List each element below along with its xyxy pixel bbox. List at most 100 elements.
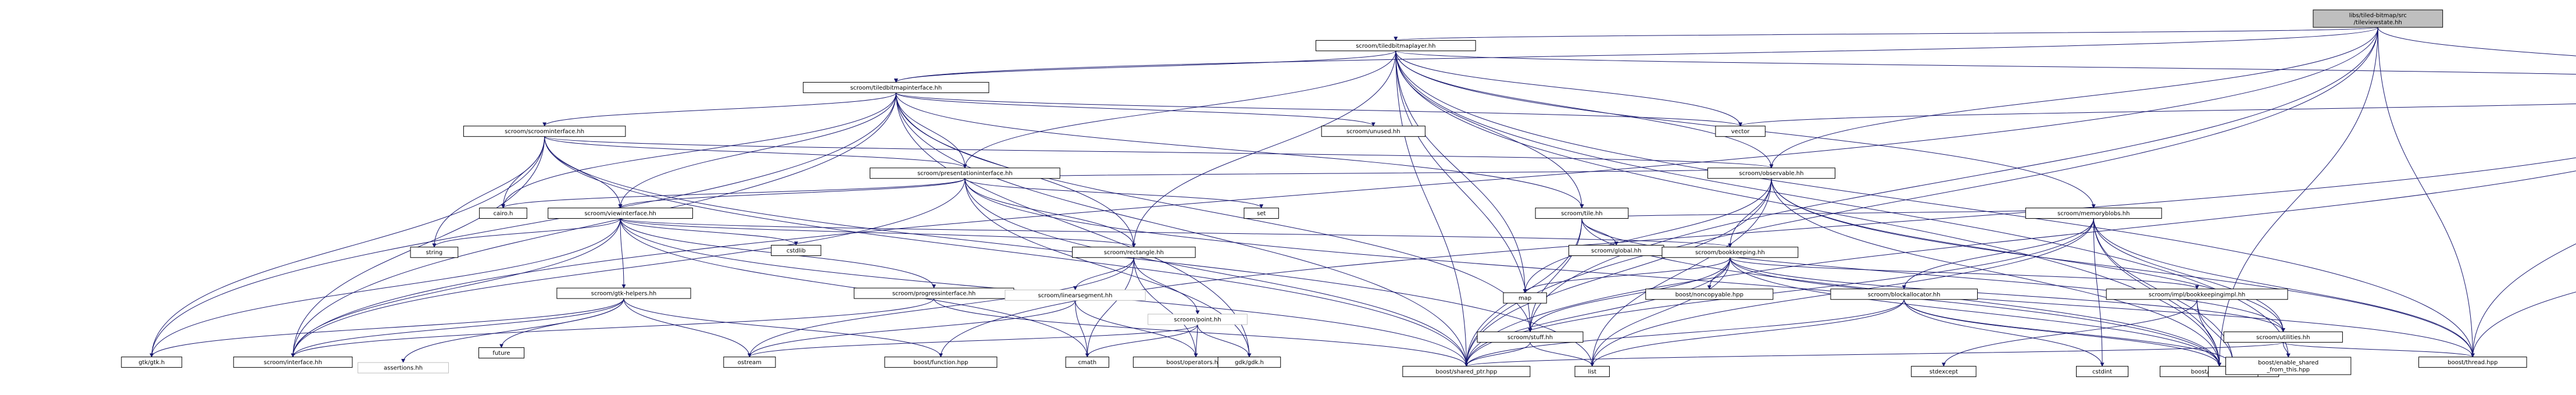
node-rectangle[interactable]: scroom/rectangle.hh	[1071, 247, 1196, 258]
edge-threadpool-to-vector	[1738, 104, 2576, 127]
node-cairo[interactable]: cairo.h	[479, 208, 527, 219]
edge-tiledbitmaplayer-to-vector	[1395, 51, 1743, 127]
edge-point-to-ostream	[748, 324, 1198, 358]
edge-bookkeeping-to-sharedptr	[1464, 257, 1731, 367]
node-ostream[interactable]: ostream	[723, 357, 776, 368]
edge-gtkhelpers-to-interface	[291, 298, 624, 358]
node-gdkgdk[interactable]: gdk/gdk.h	[1217, 357, 1281, 368]
node-stdexcept[interactable]: stdexcept	[1911, 366, 1977, 378]
header-nodes: libs/tiled-bitmap/src/tileviewstate.hh sc…	[121, 9, 2527, 378]
node-label-memoryblobs: scroom/memoryblobs.hh	[2057, 211, 2130, 217]
node-unused[interactable]: scroom/unused.hh	[1321, 126, 1425, 137]
node-bookkeepingimpl[interactable]: scroom/impl/bookkeepingimpl.hh	[2106, 289, 2288, 300]
node-label-presentationinterface: scroom/presentationinterface.hh	[917, 170, 1013, 177]
node-label-list: list	[1588, 369, 1596, 375]
edge-scroominterface-to-gtkgtk	[149, 136, 545, 358]
edge-point-to-cmath	[1085, 324, 1198, 358]
edge-semaphore-to-boostthread	[2470, 291, 2576, 358]
node-future[interactable]: future	[478, 347, 524, 359]
node-label-utilities: scroom/utilities.hh	[2256, 334, 2310, 341]
node-label-ostream: ostream	[738, 360, 762, 366]
edge-rectangle-to-cmath	[1085, 257, 1134, 358]
node-stuff[interactable]: scroom/stuff.hh	[1477, 331, 1584, 343]
edge-gtkhelpers-to-future	[499, 298, 624, 348]
node-vector[interactable]: vector	[1715, 126, 1766, 137]
node-box-ostream	[723, 357, 776, 368]
edge-point-to-gdkgdk	[1197, 324, 1252, 358]
node-memoryblobs[interactable]: scroom/memoryblobs.hh	[2025, 208, 2162, 219]
node-string[interactable]: string	[410, 247, 459, 258]
node-progressinterface[interactable]: scroom/progressinterface.hh	[853, 287, 1014, 299]
edge-presentationinterface-to-interface	[291, 178, 966, 358]
edge-tiledbitmapinterface-to-scroominterface	[542, 92, 896, 127]
edge-point-to-boostoperators	[1194, 324, 1198, 358]
node-box-observable	[1707, 168, 1835, 179]
node-label-set: set	[1257, 211, 1266, 217]
edge-tiledbitmaplayer-to-presentationinterface	[963, 51, 1396, 169]
node-tiledbitmapinterface[interactable]: scroom/tiledbitmapinterface.hh	[803, 81, 989, 93]
node-map[interactable]: map	[1503, 292, 1547, 304]
dependency-edges	[149, 27, 2576, 367]
node-label-linearsegment: scroom/linearsegment.hh	[1038, 293, 1113, 299]
node-linearsegment[interactable]: scroom/linearsegment.hh	[1005, 289, 1146, 301]
edge-stuff-to-list	[1530, 342, 1595, 367]
node-blockallocator[interactable]: scroom/blockallocator.hh	[1830, 289, 1978, 300]
node-interface[interactable]: scroom/interface.hh	[233, 357, 353, 368]
node-label-unused: scroom/unused.hh	[1346, 129, 1400, 135]
node-box-rectangle	[1071, 247, 1196, 258]
node-label-global: scroom/global.hh	[1591, 248, 1641, 254]
node-point[interactable]: scroom/point.hh	[1148, 314, 1248, 325]
node-cmath[interactable]: cmath	[1065, 357, 1109, 368]
edge-memoryblobs-to-sharedptr	[1464, 218, 2094, 367]
node-gtkhelpers[interactable]: scroom/gtk-helpers.hh	[556, 287, 691, 299]
node-enableshared[interactable]: boost/enable_shared_from_this.hpp	[2225, 357, 2352, 375]
edge-tiledbitmaplayer-to-sharedptr	[1395, 51, 1469, 367]
node-box-assertions	[358, 362, 449, 373]
node-assertions[interactable]: assertions.hh	[358, 362, 449, 373]
node-boostnoncopyable[interactable]: boost/noncopyable.hpp	[1645, 289, 1774, 300]
node-tile[interactable]: scroom/tile.hh	[1535, 208, 1629, 219]
node-observable[interactable]: scroom/observable.hh	[1707, 168, 1835, 179]
node-list[interactable]: list	[1574, 366, 1610, 378]
node-viewinterface[interactable]: scroom/viewinterface.hh	[548, 208, 693, 219]
edge-gtkhelpers-to-gtkgtk	[149, 298, 624, 358]
node-utilities[interactable]: scroom/utilities.hh	[2223, 331, 2343, 343]
node-box-gtkhelpers	[556, 287, 691, 299]
node-box-set	[1244, 208, 1279, 219]
node-label-interface: scroom/interface.hh	[264, 360, 322, 366]
node-global[interactable]: scroom/global.hh	[1569, 245, 1664, 257]
edge-tiledbitmaplayer-to-observable	[1395, 51, 1774, 169]
edge-tiledbitmaplayer-to-threadpool	[1395, 51, 2576, 75]
edge-scroominterface-to-sharedptr	[544, 136, 1469, 367]
node-gtkgtk[interactable]: gtk/gtk.h	[121, 357, 183, 368]
node-cstdlib[interactable]: cstdlib	[771, 245, 821, 257]
node-presentationinterface[interactable]: scroom/presentationinterface.hh	[869, 168, 1060, 179]
node-set[interactable]: set	[1244, 208, 1279, 219]
edge-bookkeeping-to-stuff	[1528, 257, 1731, 333]
edge-utilities-to-enableshared	[2282, 342, 2291, 358]
node-sharedptr[interactable]: boost/shared_ptr.hpp	[1402, 366, 1531, 378]
node-label-cstdlib: cstdlib	[787, 248, 806, 254]
edge-blockallocator-to-cstdint	[1903, 299, 2105, 367]
node-box-vector	[1715, 126, 1766, 137]
edge-tile-to-utilities	[1581, 218, 2285, 333]
node-label-boostnoncopyable: boost/noncopyable.hpp	[1675, 291, 1743, 298]
edge-scroominterface-to-interface	[291, 136, 545, 358]
node-scroominterface[interactable]: scroom/scroominterface.hh	[463, 126, 626, 137]
edge-viewinterface-to-interface	[291, 218, 621, 358]
node-boostfunction[interactable]: boost/function.hpp	[884, 357, 998, 368]
node-root: libs/tiled-bitmap/src/tileviewstate.hh	[2313, 9, 2443, 28]
node-cstdint[interactable]: cstdint	[2076, 366, 2129, 378]
node-label-boostthread: boost/thread.hpp	[2448, 360, 2498, 366]
node-bookkeeping[interactable]: scroom/bookkeeping.hh	[1662, 247, 1799, 258]
edge-scroominterface-to-string	[432, 136, 545, 248]
node-label-viewinterface: scroom/viewinterface.hh	[584, 211, 656, 217]
edge-memoryblobs-to-boostthread	[2093, 218, 2475, 358]
edge-threadpool-to-boostthread	[2470, 243, 2576, 358]
node-boostthread[interactable]: boost/thread.hpp	[2418, 357, 2527, 368]
edge-viewinterface-to-rectangle	[620, 218, 1136, 248]
edge-memoryblobs-to-cstdint	[2093, 218, 2105, 367]
edge-tiledbitmaplayer-to-rectangle	[1131, 51, 1396, 248]
node-tiledbitmaplayer[interactable]: scroom/tiledbitmaplayer.hh	[1315, 40, 1476, 51]
node-label-gdkgdk: gdk/gdk.h	[1235, 360, 1264, 366]
